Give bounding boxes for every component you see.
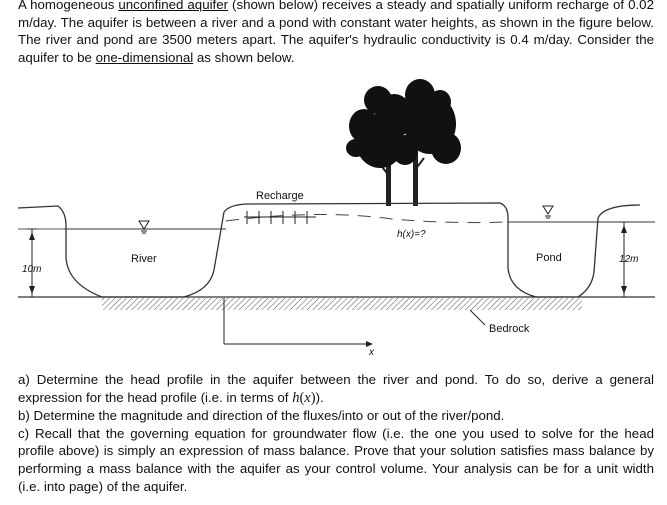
question-a-text: a) Determine the head profile in the aqu… — [18, 372, 654, 405]
math-paren-open: ( — [299, 389, 305, 406]
bedrock-label: Bedrock — [489, 323, 530, 335]
bedrock-layer — [102, 298, 582, 310]
trees-illustration — [346, 79, 461, 206]
question-a-end: ). — [315, 389, 324, 405]
x-axis-label: x — [368, 347, 375, 358]
ground-surface — [17, 202, 641, 298]
math-x: x — [304, 389, 311, 406]
aquifer-diagram: Recharge h(x)=? River Pond 10m 12m Bedro… — [17, 79, 655, 358]
river-label: River — [131, 253, 157, 265]
pond-label: Pond — [536, 252, 562, 264]
question-b: b) Determine the magnitude and direction… — [18, 408, 505, 424]
problem-questions: a) Determine the head profile in the aqu… — [18, 371, 654, 495]
term-one-dimensional: one-dimensional — [95, 49, 194, 65]
right-height-label: 12m — [619, 254, 638, 265]
problem-intro: A homogeneous unconfined aquifer (shown … — [18, 0, 654, 66]
intro-text-3: as shown below. — [193, 49, 295, 65]
recharge-label: Recharge — [256, 190, 304, 202]
intro-text-2: (shown below) receives a steady and spat… — [18, 0, 654, 65]
recharge-arrows — [244, 211, 316, 224]
question-a: a) Determine the head profile in the aqu… — [18, 371, 654, 407]
pond-water-level-icon — [542, 205, 554, 219]
question-c: c) Recall that the governing equation fo… — [18, 425, 654, 494]
term-unconfined-aquifer: unconfined aquifer — [118, 0, 229, 12]
math-h: h — [292, 389, 300, 406]
water-table — [225, 213, 509, 224]
left-height-label: 10m — [22, 264, 41, 275]
head-label: h(x)=? — [397, 229, 426, 240]
intro-text-1: A homogeneous — [18, 0, 119, 12]
river-water-level-icon — [138, 220, 150, 234]
math-paren-close: ) — [310, 389, 316, 406]
